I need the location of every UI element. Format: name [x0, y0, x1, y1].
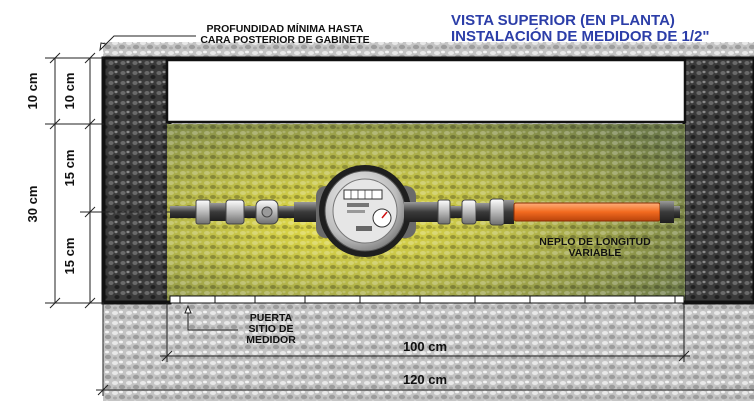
meter-counter — [343, 189, 383, 200]
door-hinges — [179, 296, 676, 303]
cabinet-cover-area — [165, 58, 687, 124]
dim-outer-width: 120 cm — [402, 372, 448, 387]
right-wall — [682, 56, 754, 305]
title-line-1: VISTA SUPERIOR (EN PLANTA) — [451, 12, 675, 29]
left-valve-neck — [210, 203, 226, 221]
nipple-note: NEPLO DE LONGITUD VARIABLE — [530, 237, 660, 259]
depth-note-line-2: CARA POSTERIOR DE GABINETE — [200, 34, 370, 46]
door-strip — [169, 295, 685, 304]
left-union — [225, 199, 245, 225]
left-wall — [101, 56, 172, 305]
left-valve-body — [195, 199, 211, 225]
door-note-line-3: MEDIDOR — [246, 334, 296, 346]
meter-outlet — [404, 202, 438, 222]
nipple-note-line-2: VARIABLE — [568, 247, 622, 259]
dim-inner-top: 10 cm — [62, 72, 77, 110]
door-note-line-1: PUERTA — [249, 312, 293, 324]
right-valve — [489, 198, 505, 226]
depth-leader — [99, 35, 196, 52]
door-note: PUERTA SITIO DE MEDIDOR — [234, 313, 308, 346]
dim-inner-width: 100 cm — [402, 339, 448, 354]
dim-outer-main: 30 cm — [25, 185, 40, 223]
right-union — [461, 199, 477, 225]
meter-assembly — [170, 165, 680, 257]
dim-inner-mid: 15 cm — [62, 149, 77, 187]
variable-nipple — [513, 202, 661, 222]
dim-outer-top: 10 cm — [25, 72, 40, 110]
bottom-dimension-lines — [96, 303, 754, 396]
dim-inner-bottom: 15 cm — [62, 237, 77, 275]
depth-note: PROFUNDIDAD MÍNIMA HASTA CARA POSTERIOR … — [186, 24, 384, 46]
door-note-line-2: SITIO DE — [248, 323, 294, 335]
title-line-2: INSTALACIÓN DE MEDIDOR DE 1/2" — [451, 28, 710, 45]
door-leader — [184, 304, 238, 331]
nipple-note-line-1: NEPLO DE LONGITUD — [539, 236, 651, 248]
left-dimension-lines — [45, 52, 200, 309]
depth-note-line-1: PROFUNDIDAD MÍNIMA HASTA — [206, 23, 364, 35]
